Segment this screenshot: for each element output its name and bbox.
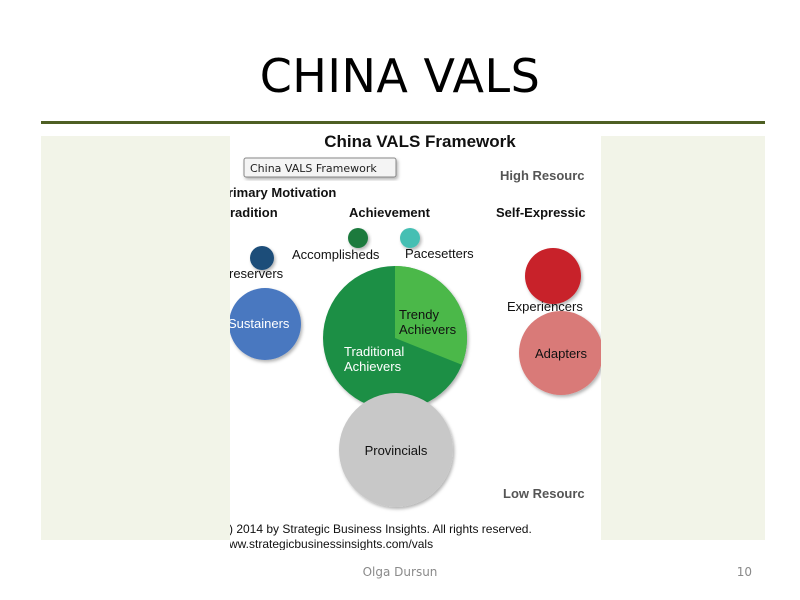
copyright-line-2: ww.strategicbusinessinsights.com/vals — [230, 537, 433, 550]
pacesetters-bubble — [400, 228, 420, 248]
trendy-achievers-label-2: Achievers — [399, 322, 457, 337]
experiencers-bubble — [525, 248, 581, 304]
motivation-achievement: Achievement — [349, 205, 431, 220]
preservers-label: reservers — [230, 266, 284, 281]
sustainers-bubble — [230, 288, 301, 360]
adapters-bubble — [519, 311, 601, 395]
title-divider — [41, 121, 765, 124]
primary-motivation-label: rimary Motivation — [230, 185, 336, 200]
trendy-achievers-label-1: Trendy — [399, 307, 439, 322]
trendy-achievers-slice — [395, 266, 467, 365]
experiencers-label: Experiencers — [507, 299, 583, 314]
copyright-line-1: ) 2014 by Strategic Business Insights. A… — [230, 522, 532, 536]
provincials-label: Provincials — [365, 443, 428, 458]
sustainers-label: Sustainers — [230, 316, 290, 331]
preservers-bubble — [250, 246, 274, 270]
diagram-title: China VALS Framework — [324, 132, 516, 151]
accomplisheds-bubble — [348, 228, 368, 248]
motivation-tradition: radition — [230, 205, 278, 220]
traditional-achievers-label-1: Traditional — [344, 344, 404, 359]
slide-title: CHINA VALS — [259, 49, 541, 103]
framework-tag-button[interactable]: China VALS Framework — [243, 157, 397, 178]
page-number: 10 — [736, 565, 752, 579]
motivation-self-expression: Self-Expressic — [496, 205, 586, 220]
vals-framework-figure: China VALS Framework China VALS Framewor… — [230, 124, 601, 550]
pacesetters-label: Pacesetters — [405, 246, 474, 261]
low-resources-label: Low Resourc — [503, 486, 585, 501]
provincials-bubble — [339, 393, 453, 507]
achievers-pie — [323, 266, 467, 410]
footer-author: Olga Dursun — [362, 565, 438, 579]
accomplisheds-label: Accomplisheds — [292, 247, 380, 262]
adapters-label: Adapters — [535, 346, 588, 361]
framework-tag-label: China VALS Framework — [250, 162, 377, 175]
traditional-achievers-label-2: Achievers — [344, 359, 402, 374]
high-resources-label: High Resourc — [500, 168, 585, 183]
